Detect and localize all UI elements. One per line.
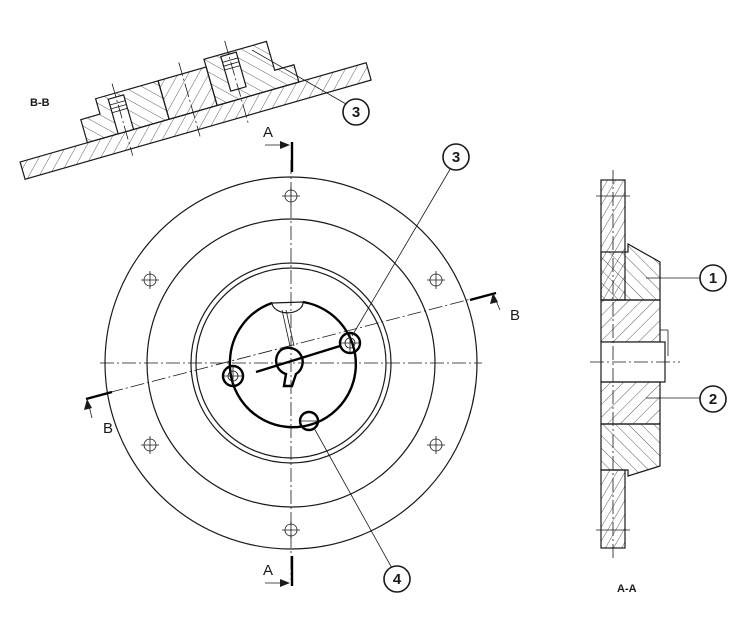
- callout-1-side: 1: [699, 264, 727, 292]
- svg-text:3: 3: [452, 149, 460, 166]
- front-view: [84, 141, 501, 587]
- cut-marker-a-bottom: A: [263, 562, 273, 579]
- callout-2-side: 2: [699, 385, 727, 413]
- aa-bore: [600, 341, 666, 383]
- callout-4-front: 4: [383, 565, 411, 593]
- svg-text:2: 2: [709, 391, 717, 408]
- cut-line-bb: [87, 292, 495, 399]
- section-bb-title: B-B: [30, 97, 50, 109]
- svg-text:3: 3: [352, 104, 360, 121]
- screw-hole-left: [221, 364, 245, 388]
- callout-3-front: 3: [442, 143, 470, 171]
- bore: [274, 346, 304, 388]
- svg-text:1: 1: [709, 270, 717, 287]
- cut-marker-b-left: B: [103, 420, 113, 437]
- callout-3-section: 3: [342, 98, 370, 126]
- section-bb-view: [19, 40, 372, 181]
- section-aa-view: [590, 170, 701, 560]
- aa-part-2-bottom: [600, 381, 661, 425]
- cut-marker-a-top: A: [263, 124, 273, 141]
- aa-part-2-top: [600, 299, 661, 343]
- cut-marker-b-right: B: [510, 307, 520, 324]
- insert-outline: [228, 300, 357, 429]
- keyway-slot: [271, 301, 304, 314]
- aa-part-1: [600, 242, 661, 301]
- section-aa-title: A-A: [617, 583, 637, 595]
- aa-flange-lower: [600, 423, 661, 477]
- svg-text:4: 4: [393, 571, 402, 588]
- screw-hole-right: [338, 331, 362, 355]
